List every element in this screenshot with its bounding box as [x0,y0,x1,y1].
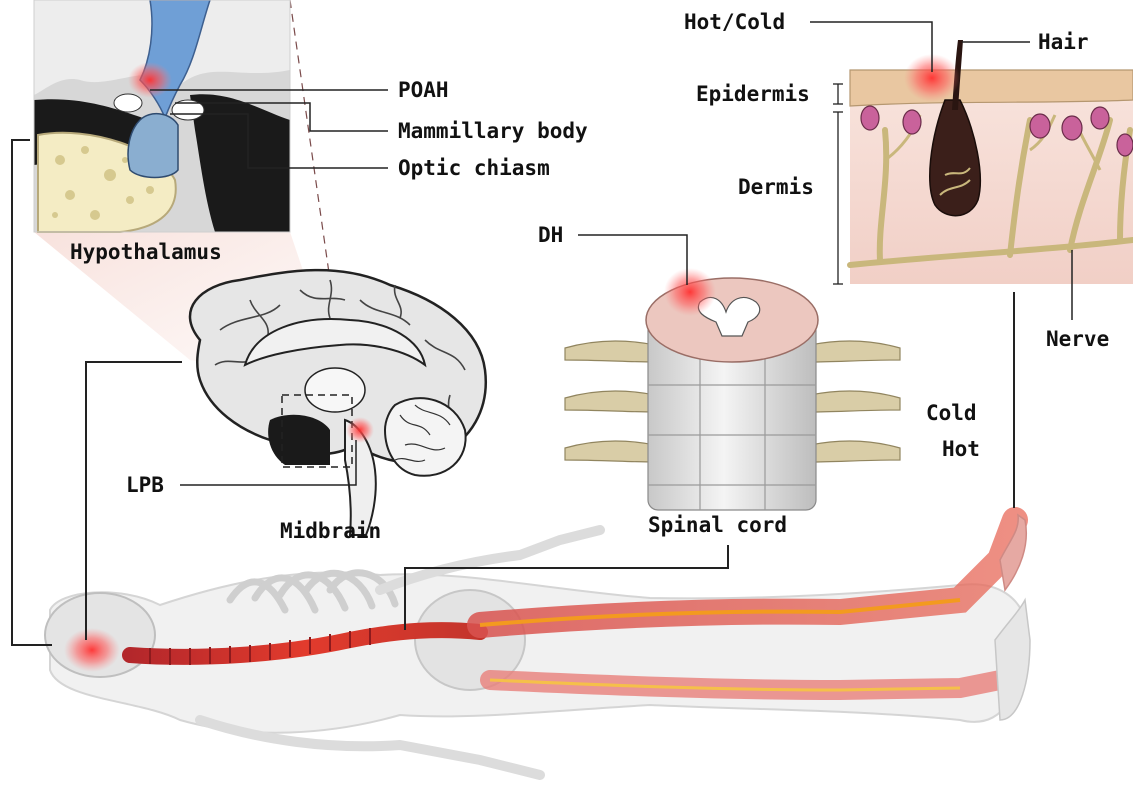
label-dermis: Dermis [738,177,814,198]
label-nerve: Nerve [1046,329,1109,350]
label-spinal-cord: Spinal cord [648,515,787,536]
label-poah: POAH [398,80,449,101]
label-hypothalamus: Hypothalamus [70,242,222,263]
sagittal-brain [190,270,486,535]
label-hot: Hot [942,439,980,460]
spinal-cord-segment [565,268,900,510]
reclining-skeleton [45,515,1030,775]
label-mammillary-body: Mammillary body [398,121,588,142]
label-hot-cold: Hot/Cold [684,12,785,33]
label-cold: Cold [926,403,977,424]
label-dh: DH [538,225,563,246]
label-epidermis: Epidermis [696,84,810,105]
label-lpb: LPB [126,475,164,496]
label-hair: Hair [1038,32,1089,53]
hypothalamus-inset [34,0,290,232]
skin-cross-section [833,40,1133,284]
label-optic-chiasm: Optic chiasm [398,158,550,179]
label-midbrain: Midbrain [280,521,381,542]
